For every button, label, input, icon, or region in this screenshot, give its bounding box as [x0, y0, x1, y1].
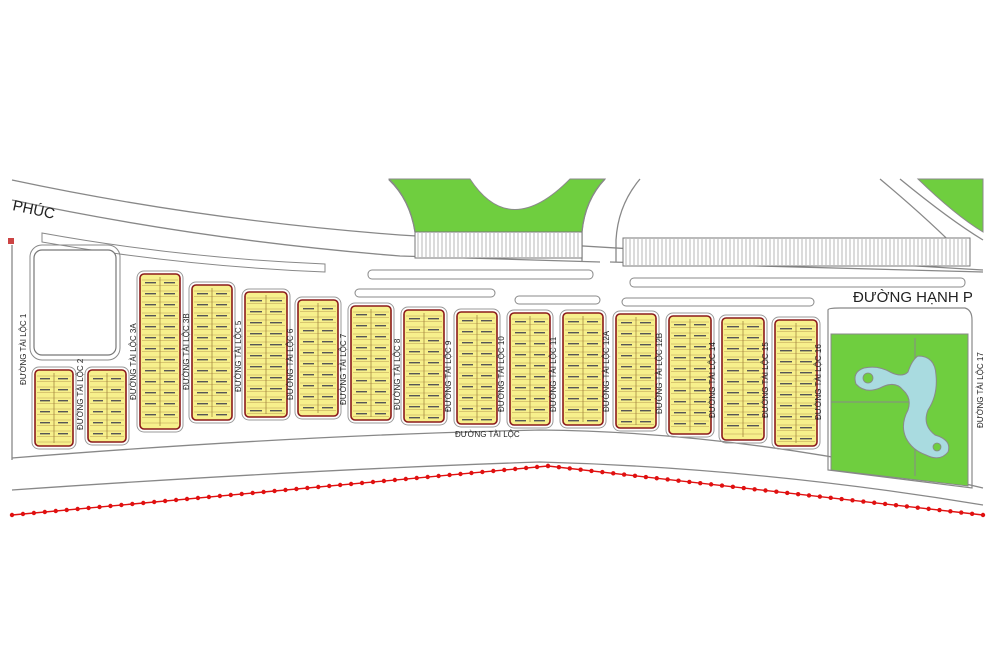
street-label-tai-loc-9: ĐƯỜNG TÀI LỘC 9 [444, 340, 453, 412]
park-bottom-right [827, 307, 973, 489]
lot-block [559, 309, 607, 429]
boundary-dots [9, 463, 986, 518]
boundary-line [11, 465, 984, 516]
street-label-tai-loc-5: ĐƯỜNG TÀI LỘC 5 [234, 320, 243, 392]
street-label-tai-loc-14: ĐƯỜNG TÀI LỘC 14 [708, 342, 717, 418]
street-label-tai-loc-15: ĐƯỜNG TÀI LỘC 15 [761, 342, 770, 418]
fence-hatch [417, 233, 967, 265]
street-label-tai-loc: ĐƯỜNG TÀI LỘC [455, 430, 520, 439]
street-label-tai-loc-16: ĐƯỜNG TÀI LỘC 16 [814, 344, 823, 420]
lot-block [453, 308, 501, 428]
street-label-tai-loc-7: ĐƯỜNG TÀI LỘC 7 [339, 333, 348, 405]
street-label-tai-loc-3a: ĐƯỜNG TÀI LỘC 3A [129, 323, 138, 400]
lot-block [347, 302, 395, 424]
lot-blocks [31, 270, 821, 450]
lot-block [506, 309, 554, 429]
vertical-street-labels: ĐƯỜNG TÀI LỘC 1 ĐƯỜNG TÀI LỘC 2 ĐƯỜNG TÀ… [19, 313, 985, 430]
street-label-tai-loc-1: ĐƯỜNG TÀI LỘC 1 [19, 313, 28, 385]
park-top-left [388, 178, 607, 233]
lot-block [84, 366, 130, 446]
fence-strip-right [622, 237, 971, 267]
fence-strip-left [414, 231, 583, 259]
street-label-tai-loc-11: ĐƯỜNG TÀI LỘC 11 [549, 336, 558, 412]
street-label-tai-loc-10: ĐƯỜNG TÀI LỘC 10 [497, 336, 506, 412]
street-label-tai-loc-12b: ĐƯỜNG TÀI LỘC 12B [655, 333, 664, 414]
street-label-hanh-phuc: ĐƯỜNG HẠNH P [853, 289, 973, 306]
median-strips [41, 232, 966, 307]
lot-block [771, 316, 821, 450]
street-label-tai-loc-17: ĐƯỜNG TÀI LỘC 17 [976, 352, 985, 428]
lot-block [718, 314, 768, 444]
street-label-tai-loc-8: ĐƯỜNG TÀI LỘC 8 [393, 338, 402, 410]
street-label-tai-loc-2: ĐƯỜNG TÀI LỘC 2 [76, 358, 85, 430]
open-lot-tai-loc-1 [33, 249, 117, 356]
lot-block [31, 366, 77, 450]
lot-block [665, 312, 715, 438]
park-top-right [916, 178, 984, 233]
street-label-phuc: PHÚC [11, 197, 56, 223]
street-label-tai-loc-6: ĐƯỜNG TÀI LỘC 6 [286, 328, 295, 400]
lot-block [188, 281, 236, 424]
street-label-tai-loc-3b: ĐƯỜNG TÀI LỘC 3B [182, 313, 191, 390]
lot-block [294, 296, 342, 420]
street-label-tai-loc-12a: ĐƯỜNG TÀI LỘC 12A [602, 330, 611, 412]
lot-block [136, 270, 184, 433]
lot-block [400, 306, 448, 426]
lake [854, 355, 950, 459]
lot-block [241, 288, 291, 421]
lot-block [612, 310, 660, 432]
